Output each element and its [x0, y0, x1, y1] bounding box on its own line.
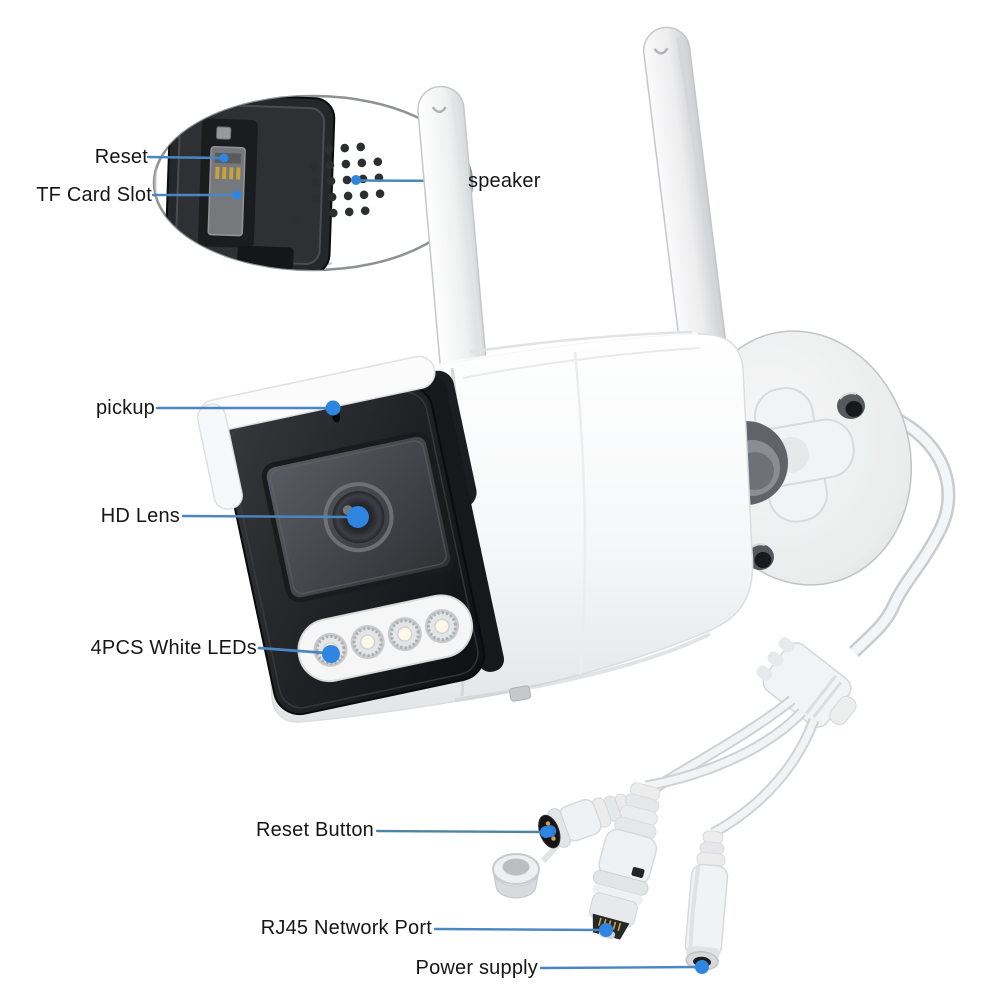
white-led [350, 624, 385, 659]
callout-dot-speaker [351, 175, 361, 185]
reset-micro-button [216, 126, 232, 140]
callout-dot-reset [219, 153, 229, 163]
cable-splitter [756, 637, 857, 728]
speaker-holes [291, 142, 385, 225]
pigtail-cables [625, 695, 820, 838]
callout-dot-rj45-port [599, 923, 613, 937]
callout-line-hd-lens [181, 514, 354, 519]
label-reset: Reset [94, 146, 148, 168]
callout-dot-hd-lens [347, 506, 369, 528]
reset-cap [492, 839, 564, 899]
callout-line-reset-button [375, 829, 544, 834]
tf-card-hatch [164, 96, 336, 270]
callouts [146, 153, 709, 974]
callout-dot-pickup [325, 400, 341, 416]
camera-front [196, 355, 505, 716]
label-hd-lens: HD Lens [100, 505, 180, 527]
mount-screw-hole [837, 392, 865, 419]
body-tab [509, 685, 532, 702]
label-rj45-port: RJ45 Network Port [260, 917, 432, 939]
callout-dot-white-leds [322, 645, 340, 663]
sunshield-lip [196, 403, 243, 510]
callout-dot-tf-card-slot [232, 190, 242, 200]
label-reset-button: Reset Button [255, 819, 374, 841]
rj45-connector [588, 782, 661, 940]
white-led [424, 609, 459, 644]
callout-line-reset [146, 155, 224, 160]
power-connector [684, 830, 729, 971]
callout-line-rj45-port [433, 927, 603, 932]
label-speaker: speaker [468, 170, 541, 192]
inset-detail-view [152, 94, 474, 272]
label-white-leds: 4PCS White LEDs [90, 637, 257, 659]
label-tf-card-slot: TF Card Slot [36, 184, 152, 206]
label-power-supply: Power supply [415, 957, 538, 979]
callout-line-power-supply [539, 965, 699, 970]
callout-dot-reset-button [540, 826, 552, 838]
callout-dot-power-supply [695, 960, 709, 974]
callout-line-white-leds [257, 646, 328, 655]
white-led [387, 617, 422, 652]
antenna-left [417, 85, 487, 387]
label-pickup: pickup [95, 397, 155, 419]
